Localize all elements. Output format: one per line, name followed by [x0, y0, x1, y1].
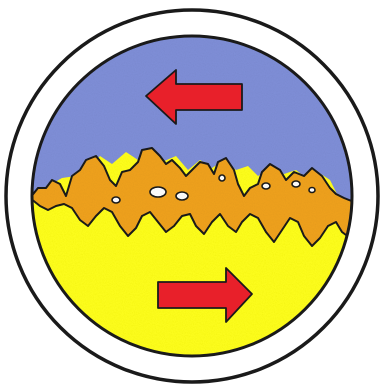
inclusion: [219, 175, 225, 181]
inclusion: [112, 197, 120, 203]
inclusion: [262, 183, 270, 189]
inclusion: [176, 192, 188, 200]
inclusion: [309, 188, 315, 193]
inclusion: [150, 187, 166, 197]
inclusion: [292, 181, 300, 187]
